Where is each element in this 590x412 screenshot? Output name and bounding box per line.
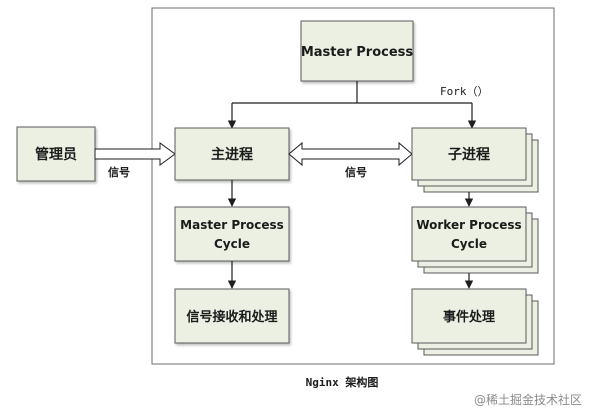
admin-signal-label: 信号	[108, 165, 130, 179]
master-process-box	[300, 20, 414, 82]
signal-handling-box	[174, 288, 290, 344]
watermark-text: @稀土掘金技术社区	[474, 392, 582, 407]
event-handling-stack	[411, 288, 539, 356]
child-process-stack	[411, 127, 539, 193]
master-cycle-box	[174, 206, 290, 262]
admin-box	[16, 126, 96, 182]
admin-to-main-signal-arrow	[94, 142, 176, 166]
signal-handling-label: 信号接收和处理	[186, 309, 277, 325]
admin-label: 管理员	[35, 146, 77, 163]
worker-cycle-label-line2: Cycle	[451, 237, 487, 251]
master-process-label: Master Process	[301, 45, 414, 60]
master-cycle-label-line1: Master Process	[180, 218, 284, 232]
event-handling-label: 事件处理	[443, 309, 495, 325]
master-cycle-label-line2: Cycle	[214, 237, 250, 251]
main-process-box	[174, 127, 290, 181]
worker-cycle-stack	[411, 206, 539, 274]
fork-label: Fork（）	[440, 85, 489, 98]
main-child-signal-label: 信号	[345, 165, 367, 179]
diagram-title: Nginx 架构图	[306, 375, 379, 389]
worker-cycle-label-line1: Worker Process	[416, 218, 521, 232]
child-process-label: 子进程	[448, 147, 490, 163]
main-process-label: 主进程	[211, 146, 253, 163]
fork-connector	[227, 81, 477, 129]
